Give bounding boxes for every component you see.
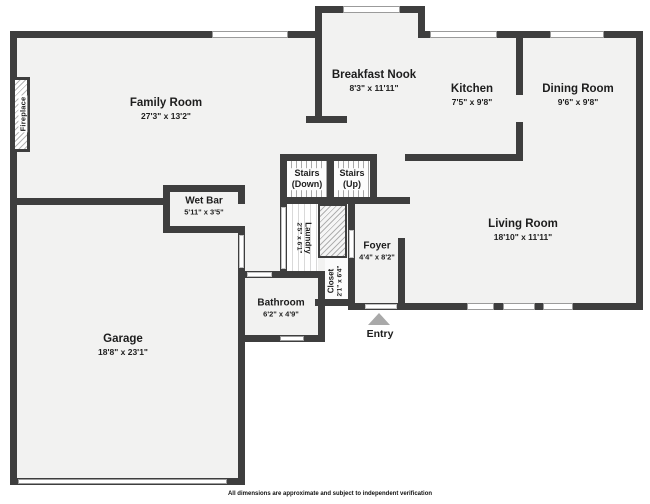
wall-top-right [418, 31, 643, 38]
wall-stairs-divider [327, 161, 334, 204]
wall-stairs-top [280, 154, 377, 161]
wall-top-left [10, 31, 322, 38]
wall-wetbar-bottom [163, 226, 245, 233]
window-dining-room [550, 31, 604, 38]
disclaimer-text: All dimensions are approximate and subje… [227, 491, 433, 497]
wall-wetbar-top [163, 185, 245, 192]
wall-stairs-right [370, 154, 377, 204]
room-label-living-room: Living Room 18'10" x 11'11" [488, 218, 558, 242]
wall-nook-right [418, 6, 425, 38]
room-label-garage: Garage 18'8" x 23'1" [98, 333, 148, 357]
wall-wetbar-right-stub [238, 185, 245, 204]
room-label-dining-room: Dining Room 9'6" x 9'8" [542, 83, 614, 107]
window-bathroom [280, 336, 304, 341]
window-living-3 [543, 303, 573, 310]
window-living-1 [467, 303, 494, 310]
room-label-stairs-down: Stairs (Down) [289, 168, 325, 190]
door-bathroom [247, 272, 272, 277]
wall-nook-crossbar [306, 116, 347, 123]
chase-hatch [318, 204, 347, 258]
room-label-closet: Closet 2'1" x 6'4" [326, 265, 343, 297]
garage-door [18, 479, 227, 484]
laundry-area [287, 204, 318, 271]
door-entry [365, 304, 397, 309]
room-label-breakfast-nook: Breakfast Nook 8'3" x 11'11" [331, 69, 417, 93]
entry-label: Entry [366, 328, 394, 340]
window-living-2 [503, 303, 535, 310]
room-label-kitchen: Kitchen 7'5" x 9'8" [450, 83, 494, 107]
wall-right-exterior [636, 31, 643, 310]
window-family-room [212, 31, 288, 38]
door-laundry [281, 207, 286, 269]
floor-garage [17, 205, 238, 478]
wall-kitchen-dining-lower [516, 122, 523, 159]
room-label-bathroom: Bathroom 6'2" x 4'9" [257, 297, 305, 319]
wall-stairs-bottom-foyer-top [280, 197, 410, 204]
door-foyer-closet [349, 230, 354, 258]
wall-family-garage-divider [10, 198, 170, 205]
wall-foyer-right [398, 238, 405, 310]
wall-kitchen-dining-upper [516, 38, 523, 95]
room-label-foyer: Foyer 4'4" x 8'2" [359, 240, 395, 262]
closet-area [325, 258, 348, 299]
wall-kitchen-bottom [405, 154, 523, 161]
wall-bathroom-top [238, 271, 325, 278]
room-label-laundry: Laundry 2'5" x 6'1" [296, 222, 313, 254]
wall-bathroom-right [318, 278, 325, 342]
wall-nook-left-divider [315, 6, 322, 116]
door-garage-entry [239, 235, 244, 268]
room-label-family-room: Family Room 27'3" x 13'2" [129, 97, 203, 121]
room-label-wet-bar: Wet Bar 5'11" x 3'5" [184, 195, 224, 217]
window-kitchen [430, 31, 497, 38]
wall-garage-right [238, 226, 245, 485]
window-breakfast-nook [343, 6, 400, 13]
floor-breakfast-nook [322, 13, 418, 38]
floor-bathroom-wing [245, 278, 318, 335]
room-label-stairs-up: Stairs (Up) [337, 168, 367, 190]
wall-wetbar-left [163, 185, 170, 233]
wall-left-exterior [10, 31, 17, 485]
wall-closet-bottom [315, 299, 355, 306]
fireplace-label: Fireplace [18, 95, 28, 133]
entry-arrow-icon [368, 313, 390, 325]
